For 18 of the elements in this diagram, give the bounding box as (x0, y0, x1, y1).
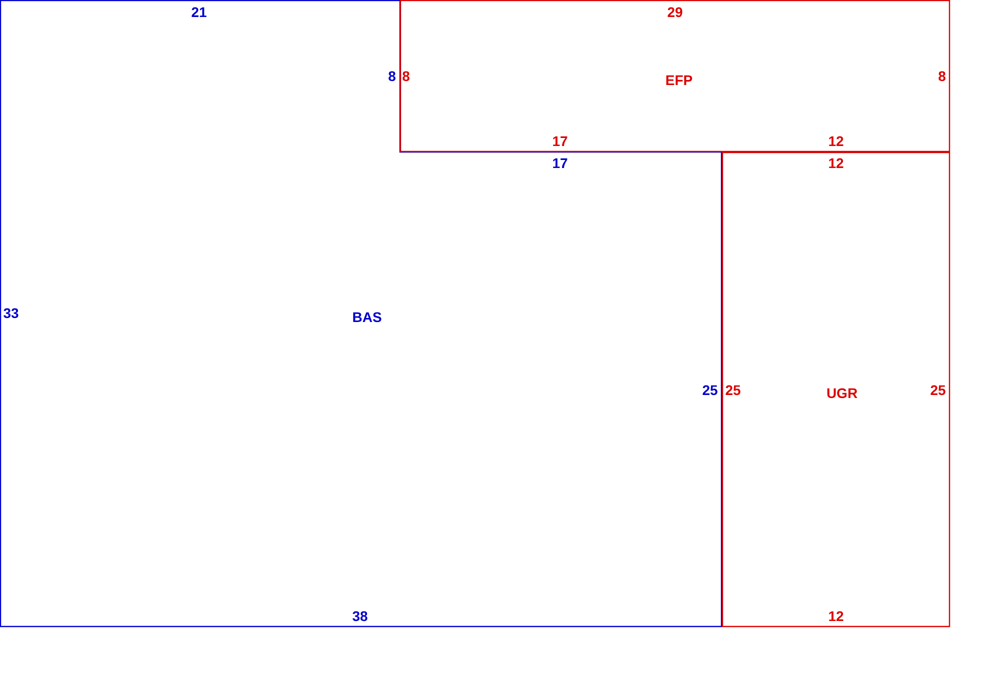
dimension-label: 17 (552, 133, 568, 149)
dimension-label: 12 (828, 133, 844, 149)
dimension-label: 33 (3, 305, 19, 321)
dimension-label: 8 (402, 68, 410, 84)
dimension-label: 17 (552, 155, 568, 171)
dimension-label: 8 (938, 68, 946, 84)
dimension-label: 12 (828, 155, 844, 171)
dimension-label: 12 (828, 608, 844, 624)
area-label: EFP (665, 72, 693, 88)
dimension-label: 21 (191, 4, 207, 20)
dimension-label: 38 (352, 608, 368, 624)
dimension-label: 25 (930, 382, 946, 398)
dimension-label: 29 (667, 4, 683, 20)
dimension-label: 8 (388, 68, 396, 84)
dimension-label: 25 (702, 382, 718, 398)
dimension-label: 25 (725, 382, 741, 398)
area-label: BAS (352, 309, 382, 325)
area-label: UGR (826, 385, 858, 401)
